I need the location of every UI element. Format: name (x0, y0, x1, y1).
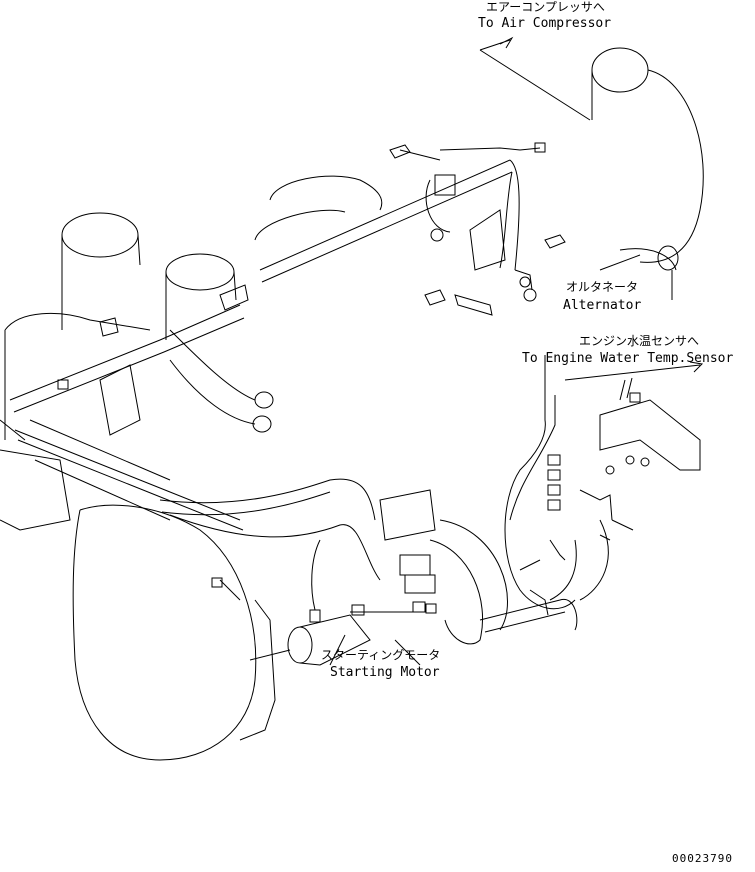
left-harness (9, 284, 274, 531)
water-temp-sensor-label-jp: エンジン水温センサへ (579, 334, 700, 348)
air-compressor-label: To Air Compressor (478, 16, 612, 31)
starting-motor-label-jp: スターティングモータ (321, 648, 441, 662)
alternator-label: Alternator (563, 298, 642, 313)
starting-motor (249, 614, 371, 666)
drawing-number: 00023790 (672, 852, 733, 865)
water-temp-sensor-label: To Engine Water Temp.Sensor (522, 351, 734, 366)
flywheel-housing (0, 449, 276, 761)
upper-harness (254, 142, 566, 316)
alternator-label-jp: オルタネータ (566, 280, 639, 294)
air-compressor-label-jp: エアーコンプレッサへ (486, 0, 605, 14)
right-harness (479, 361, 704, 633)
lower-harness (159, 478, 508, 645)
left-turbo (0, 212, 237, 441)
alternator-body (591, 47, 704, 271)
leader-lines (329, 254, 673, 666)
air-compressor-leader (479, 36, 591, 121)
starting-motor-label: Starting Motor (330, 665, 440, 680)
